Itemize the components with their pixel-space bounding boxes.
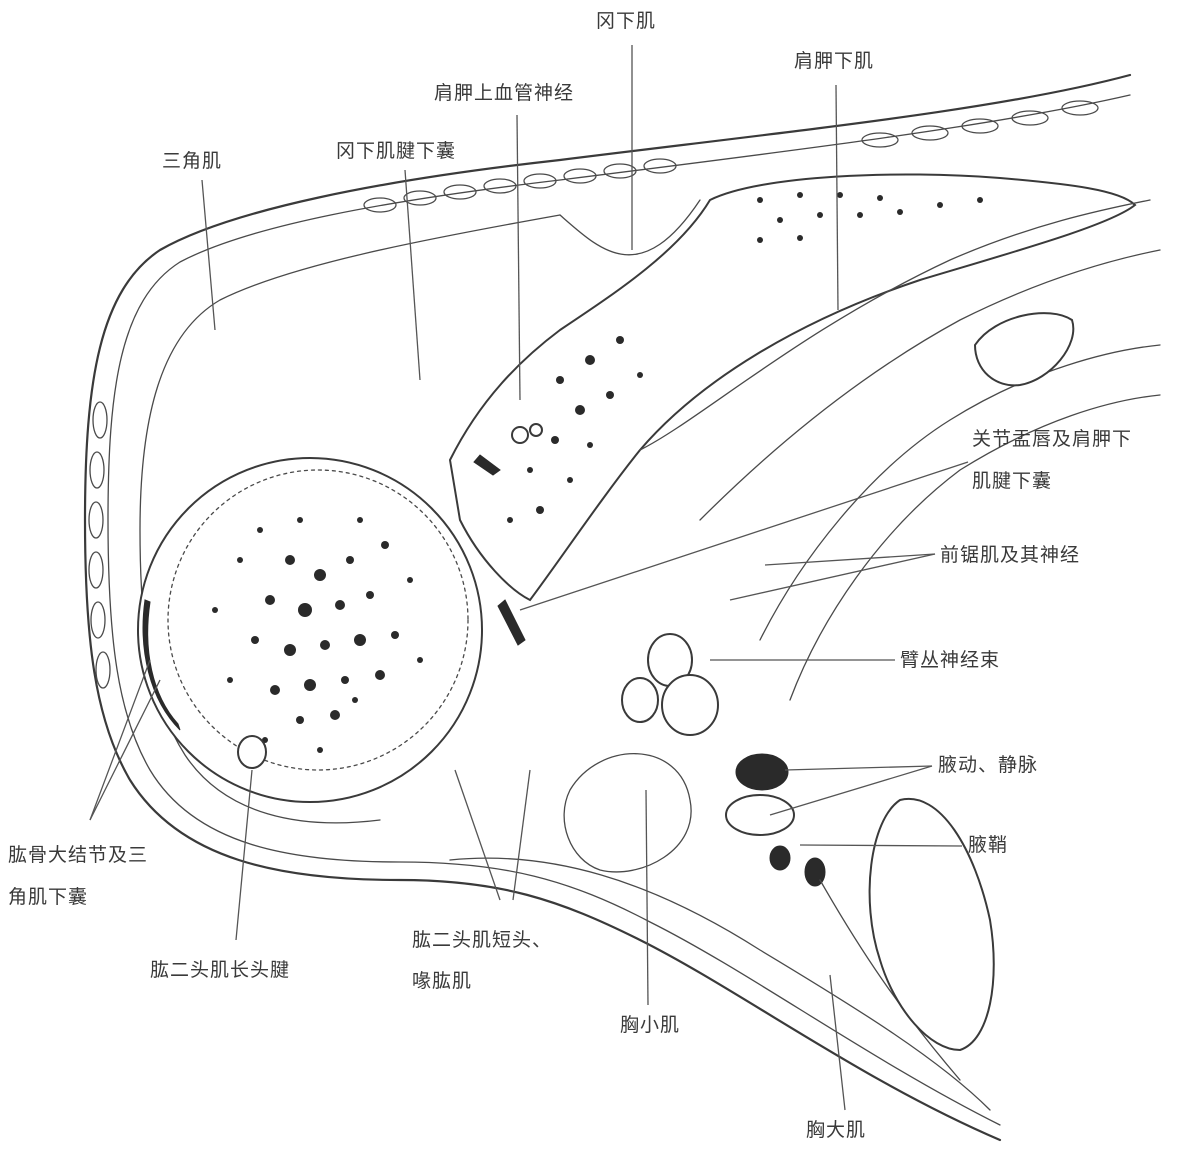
labrum-lower	[498, 600, 525, 645]
rib-upper	[975, 313, 1073, 385]
small-vessel-1	[770, 846, 790, 870]
small-vessel-2	[805, 858, 825, 886]
label-pectoralis-major: 胸大肌	[806, 1115, 866, 1145]
scapula	[450, 174, 1135, 600]
label-biceps-short-line1: 肱二头肌短头、	[412, 925, 552, 955]
label-greater-tubercle-line2: 角肌下囊	[8, 882, 88, 912]
label-biceps-short-line2: 喙肱肌	[412, 966, 472, 996]
humeral-head	[138, 458, 482, 802]
label-subscapularis: 肩胛下肌	[794, 46, 874, 76]
label-biceps-long-head: 肱二头肌长头腱	[150, 955, 290, 985]
biceps-long-head-tendon	[238, 736, 266, 768]
label-infraspinatus: 冈下肌	[596, 6, 656, 36]
label-axillary-vessels: 腋动、静脉	[938, 750, 1038, 780]
label-infraspinatus-bursa: 冈下肌腱下囊	[336, 136, 456, 166]
label-greater-tubercle-line1: 肱骨大结节及三	[8, 840, 148, 870]
label-glenoid-labrum-line1: 关节盂唇及肩胛下	[972, 424, 1132, 454]
label-axillary-sheath: 腋鞘	[968, 830, 1008, 860]
label-brachial-plexus: 臂丛神经束	[900, 645, 1000, 675]
axillary-artery	[736, 754, 788, 790]
label-glenoid-labrum-line2: 肌腱下囊	[972, 466, 1052, 496]
axillary-vein	[726, 795, 794, 835]
label-pectoralis-minor: 胸小肌	[620, 1010, 680, 1040]
label-deltoid: 三角肌	[162, 146, 222, 176]
chest-wall-outer	[760, 345, 1160, 640]
pectoralis-minor	[564, 754, 691, 872]
label-suprascapular-nerve-vessels: 肩胛上血管神经	[434, 78, 574, 108]
brachial-plexus-cords	[622, 634, 718, 735]
label-serratus-anterior: 前锯肌及其神经	[940, 540, 1080, 570]
